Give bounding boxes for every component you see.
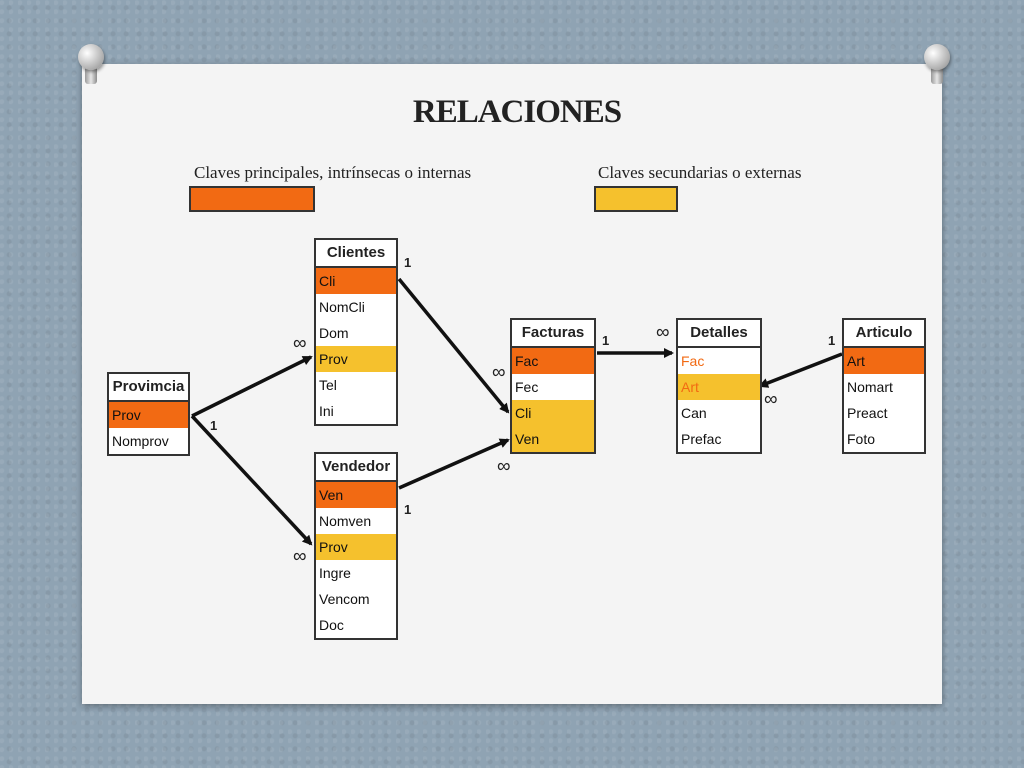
field-nomven: Nomven (319, 513, 372, 529)
cardinality-one: 1 (828, 333, 836, 348)
table-vendedor: Vendedor Ven Nomven Prov Ingre Vencom Do… (314, 452, 398, 640)
field-ven: Ven (512, 426, 594, 452)
legend-primary-swatch (189, 186, 315, 212)
cardinality-one: 1 (210, 418, 218, 433)
table-header: Articulo (844, 320, 924, 348)
link-vendedor-facturas (398, 438, 510, 490)
table-header: Clientes (316, 240, 396, 268)
table-provincia: Provimcia Prov Nomprov (107, 372, 190, 456)
field-art: Art (678, 374, 760, 400)
field-art: Art (844, 348, 924, 374)
field-ingre: Ingre (319, 565, 351, 581)
cardinality-one: 1 (404, 255, 412, 270)
field-nomart: Nomart (847, 379, 893, 395)
table-facturas: Facturas Fac Fec Cli Ven (510, 318, 596, 454)
cardinality-one: 1 (602, 333, 610, 348)
table-header: Vendedor (316, 454, 396, 482)
table-header: Facturas (512, 320, 594, 348)
pushpin-icon-right (924, 44, 950, 88)
legend-primary-label: Claves principales, intrínsecas o intern… (194, 163, 472, 182)
table-header: Detalles (678, 320, 760, 348)
field-prov: Prov (109, 402, 188, 428)
field-doc: Doc (319, 617, 344, 633)
field-can: Can (681, 405, 707, 421)
pushpin-icon-left (78, 44, 104, 88)
table-header: Provimcia (109, 374, 188, 402)
field-foto: Foto (847, 431, 876, 447)
field-cli: Cli (512, 400, 594, 426)
field-ven: Ven (316, 482, 396, 508)
field-prov: Prov (316, 346, 396, 372)
field-prov: Prov (316, 534, 396, 560)
field-nomcli: NomCli (319, 299, 365, 315)
cardinality-many: ∞ (492, 362, 506, 383)
field-fac: Fac (681, 353, 705, 369)
field-tel: Tel (319, 377, 337, 393)
field-vencom: Vencom (319, 591, 370, 607)
legend-secondary-label: Claves secundarias o externas (598, 163, 802, 182)
cardinality-many: ∞ (497, 456, 511, 477)
field-cli: Cli (316, 268, 396, 294)
field-fec: Fec (515, 379, 539, 395)
cardinality-many: ∞ (764, 389, 778, 410)
cardinality-one: 1 (404, 502, 412, 517)
table-articulo: Articulo Art Nomart Preact Foto (842, 318, 926, 454)
cardinality-many: ∞ (293, 546, 307, 567)
link-provincia-vendedor (190, 414, 313, 546)
legend-secondary-swatch (594, 186, 678, 212)
link-articulo-detalles (758, 352, 843, 388)
link-clientes-facturas (397, 277, 510, 414)
field-prefac: Prefac (681, 431, 722, 447)
cardinality-many: ∞ (293, 333, 307, 354)
table-detalles: Detalles Fac Art Can Prefac (676, 318, 762, 454)
field-nomprov: Nomprov (112, 433, 169, 449)
link-provincia-clientes (191, 355, 313, 418)
field-ini: Ini (319, 403, 334, 419)
field-preact: Preact (847, 405, 888, 421)
cardinality-many: ∞ (656, 322, 670, 343)
page-title: RELACIONES (412, 94, 622, 130)
table-clientes: Clientes Cli NomCli Dom Prov Tel Ini (314, 238, 398, 426)
field-dom: Dom (319, 325, 349, 341)
field-fac: Fac (512, 348, 594, 374)
